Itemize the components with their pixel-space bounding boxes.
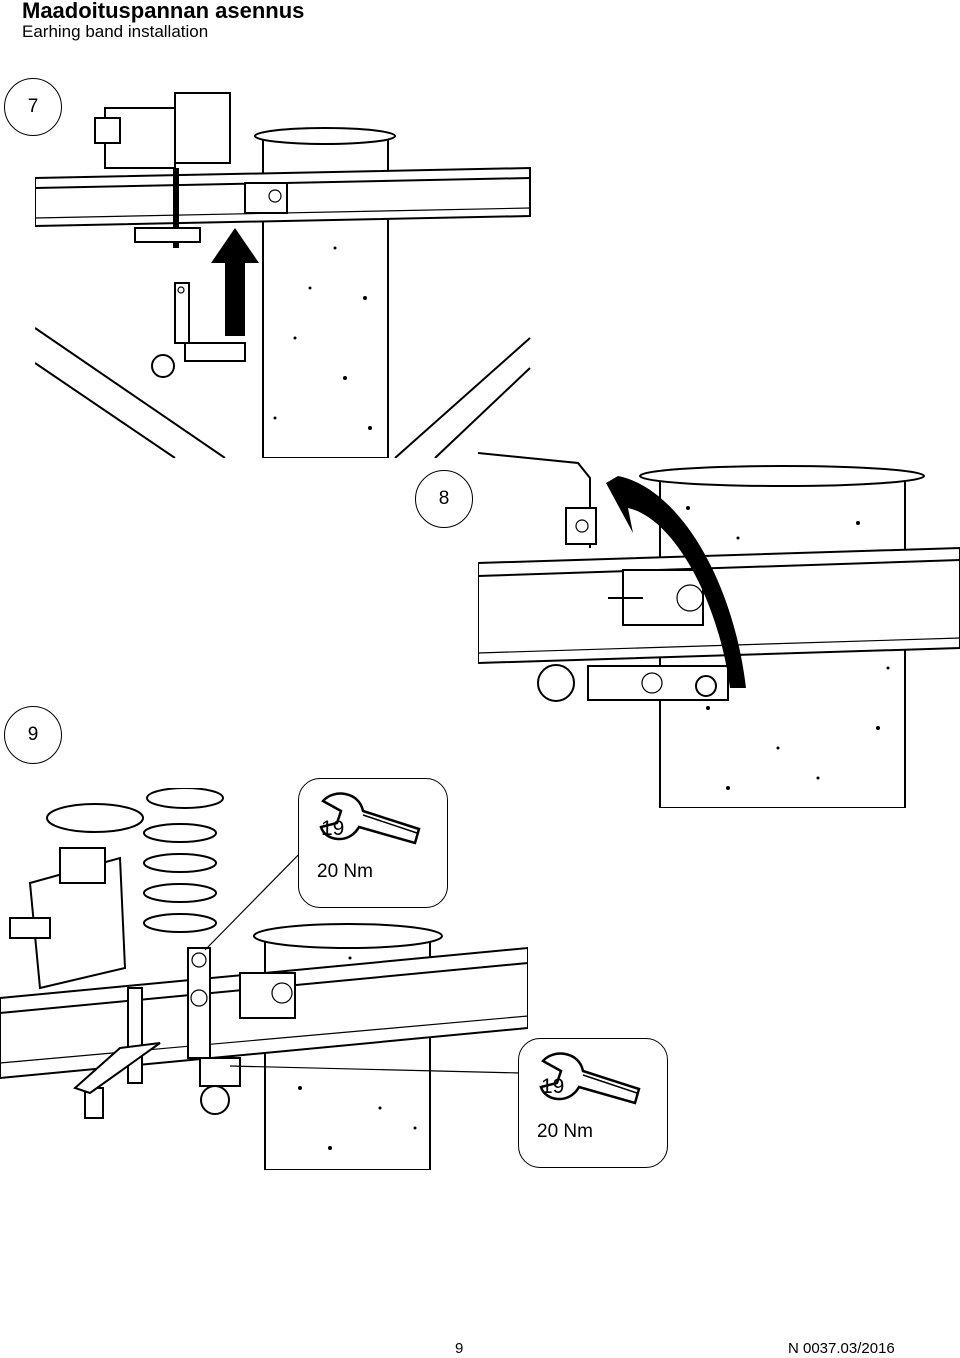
step-8-illustration bbox=[478, 452, 960, 808]
torque-value: 20 Nm bbox=[317, 861, 373, 882]
step-9-illustration bbox=[0, 788, 528, 1170]
page-title: Maadoituspannan asennus bbox=[22, 0, 305, 23]
page-subtitle: Earhing band installation bbox=[22, 22, 209, 41]
wrench-size-label: 19 bbox=[321, 817, 345, 840]
step-7-badge: 7 bbox=[4, 78, 62, 136]
step-8-badge: 8 bbox=[415, 470, 473, 528]
step-7-illustration bbox=[35, 92, 531, 458]
page-number: 9 bbox=[455, 1340, 464, 1357]
wrench-icon bbox=[319, 792, 421, 845]
torque-value: 20 Nm bbox=[537, 1121, 593, 1142]
wrench-size-label: 19 bbox=[541, 1075, 565, 1098]
torque-callout: 19 20 Nm bbox=[518, 1038, 668, 1168]
step-9-badge: 9 bbox=[4, 706, 62, 764]
torque-callout: 19 20 Nm bbox=[298, 778, 448, 908]
document-code: N 0037.03/2016 bbox=[788, 1340, 895, 1357]
wrench-icon bbox=[539, 1052, 641, 1105]
